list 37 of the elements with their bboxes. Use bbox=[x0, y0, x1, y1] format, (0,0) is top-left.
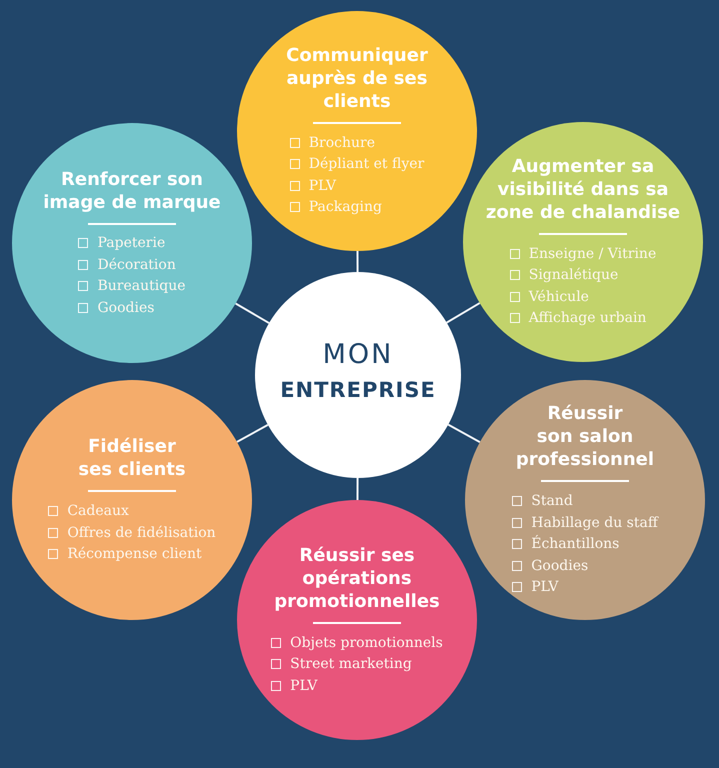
checklist-item: Bureautique bbox=[97, 277, 186, 296]
connector-line bbox=[448, 424, 480, 443]
checklist-item: Cadeaux bbox=[67, 502, 129, 520]
connector-line bbox=[356, 251, 359, 272]
goal-heading: Renforcer son image de marque bbox=[43, 168, 221, 214]
checklist-item: Objets promotionnels bbox=[290, 634, 443, 652]
checklist-item: Décoration bbox=[97, 256, 176, 274]
hub-title: ENTREPRISE bbox=[280, 377, 436, 403]
connector-line bbox=[446, 302, 480, 324]
connector-line bbox=[235, 302, 270, 324]
goal-heading: Réussir son salon professionnel bbox=[516, 402, 654, 472]
checklist-item: Enseigne / Vitrine bbox=[528, 244, 656, 263]
checklist-item: Brochure bbox=[308, 134, 376, 152]
checklist-item: Stand bbox=[531, 492, 573, 510]
hub-title: MON bbox=[322, 339, 394, 371]
checklist-item: Affichage urbain bbox=[528, 309, 646, 328]
checklist-item: Papeterie bbox=[97, 234, 166, 252]
checklist-item: Véhicule bbox=[528, 288, 589, 306]
goal-heading: Augmenter sa visibilité dans sa zone de chalandise bbox=[486, 155, 680, 224]
checklist-item: Signalétique bbox=[528, 266, 618, 284]
checklist-item: PLV bbox=[531, 578, 558, 596]
goal-heading: Fidéliser ses clients bbox=[78, 435, 186, 482]
checklist-item: Street marketing bbox=[290, 655, 412, 673]
connector-line bbox=[236, 424, 268, 443]
checklist-item: Dépliant et flyer bbox=[308, 155, 424, 174]
checklist-item: Offres de fidélisation bbox=[67, 524, 216, 542]
checklist-item: PLV bbox=[308, 176, 336, 195]
checklist-item: Goodies bbox=[531, 556, 588, 574]
checklist-item: Goodies bbox=[97, 298, 154, 317]
checklist-item: PLV bbox=[290, 676, 318, 694]
checklist-item: Packaging bbox=[308, 198, 382, 216]
checklist-item: Habillage du staff bbox=[531, 514, 658, 532]
goal-heading: Communiquer auprès de ses clients bbox=[286, 44, 428, 113]
goal-heading: Réussir ses opérations promotionnelles bbox=[274, 544, 440, 613]
checklist-item: Récompense client bbox=[67, 545, 202, 563]
checklist-item: Échantillons bbox=[531, 535, 620, 553]
connector-line bbox=[356, 478, 359, 500]
